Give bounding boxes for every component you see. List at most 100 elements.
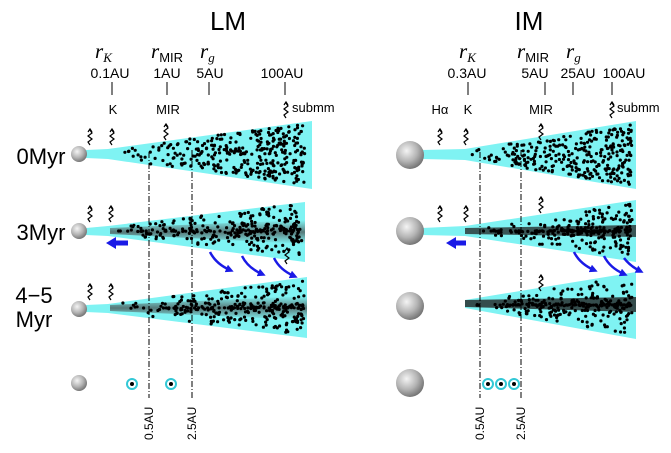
dust-dot	[622, 220, 626, 224]
dust-dot	[521, 230, 525, 234]
dust-dot	[626, 245, 631, 249]
dust-dot	[295, 236, 299, 240]
dust-dot	[139, 155, 143, 159]
emission-squiggle	[108, 282, 114, 301]
dust-dot	[254, 170, 258, 174]
dust-dot	[264, 320, 268, 324]
dust-dot	[251, 317, 255, 321]
lm-wind-arrow-1	[208, 251, 234, 273]
dust-dot	[283, 227, 287, 232]
dust-dot	[608, 302, 612, 306]
dust-dot	[246, 228, 250, 232]
dust-dot	[135, 305, 139, 309]
dust-dot	[513, 300, 517, 304]
dust-dot	[553, 309, 557, 313]
dust-dot	[212, 167, 216, 171]
dust-dot	[268, 133, 272, 137]
im-stars	[396, 141, 424, 397]
dust-dot	[303, 152, 307, 156]
dust-dot	[610, 133, 614, 137]
dust-dot	[222, 318, 226, 322]
dust-dot	[273, 304, 277, 308]
dust-dot	[250, 240, 254, 245]
dust-dot	[278, 209, 282, 213]
dust-dot	[550, 242, 554, 246]
dust-dot	[540, 229, 544, 233]
dust-dot	[290, 212, 294, 216]
dust-dot	[585, 233, 589, 237]
dust-dot	[213, 221, 217, 225]
dust-dot	[228, 220, 232, 224]
dust-dot	[617, 210, 621, 214]
dust-dot	[227, 320, 231, 324]
dust-dot	[243, 310, 248, 314]
dust-dot	[293, 166, 297, 170]
dust-dot	[568, 219, 572, 223]
dust-dot	[210, 297, 214, 301]
dust-dot	[601, 159, 606, 163]
dust-dot	[123, 150, 127, 154]
dust-dot	[611, 128, 615, 132]
dust-dot	[574, 142, 579, 146]
dust-dot	[288, 152, 292, 156]
dust-dot	[543, 166, 548, 170]
dust-dot	[575, 156, 579, 160]
dust-dot	[257, 229, 261, 233]
dust-dot	[265, 229, 269, 233]
dust-dot	[253, 234, 257, 238]
dust-dot	[210, 155, 214, 159]
dust-dot	[271, 144, 276, 148]
dust-dot	[161, 158, 165, 163]
dust-dot	[626, 237, 631, 241]
dust-dot	[570, 152, 574, 156]
dust-dot	[295, 327, 299, 331]
dust-dot	[301, 170, 305, 174]
im-inflow-arrows	[446, 237, 466, 249]
dust-dot	[522, 143, 526, 147]
dust-dot	[584, 242, 589, 246]
dust-dot	[179, 312, 183, 316]
dust-dot	[258, 132, 262, 136]
dust-dot	[224, 144, 228, 148]
dust-dot	[217, 147, 221, 152]
dust-dot	[556, 306, 560, 310]
dust-dot	[265, 161, 269, 165]
dust-dot	[595, 164, 599, 169]
dust-dot	[605, 172, 609, 176]
dust-dot	[241, 146, 245, 150]
dust-dot	[539, 310, 543, 314]
dust-dot	[302, 180, 306, 184]
dust-dot	[216, 320, 220, 324]
dust-dot	[272, 224, 276, 228]
dust-dot	[599, 130, 603, 134]
dust-dot	[200, 143, 205, 148]
lm-star-0myr	[71, 146, 87, 162]
dust-dot	[268, 174, 272, 178]
dust-dot	[535, 146, 539, 150]
im-rk-value: 0.3AU	[448, 65, 487, 81]
dust-dot	[177, 231, 181, 235]
dust-dot	[576, 317, 581, 321]
dust-dot	[601, 249, 605, 253]
dust-dot	[617, 299, 621, 303]
dust-dot	[596, 229, 600, 233]
dust-dot	[297, 304, 301, 308]
dust-dot	[538, 302, 542, 306]
dust-dot	[179, 307, 183, 311]
dust-dot	[552, 287, 556, 291]
dust-dot	[225, 158, 229, 162]
dust-dot	[209, 315, 213, 319]
dust-dot	[280, 148, 284, 152]
dust-dot	[547, 306, 551, 310]
dust-dot	[281, 243, 285, 247]
dust-dot	[626, 252, 630, 256]
dust-dot	[603, 297, 607, 301]
dust-dot	[269, 228, 273, 232]
dust-dot	[618, 158, 622, 162]
dust-dot	[129, 306, 133, 310]
emission-squiggle	[437, 204, 443, 223]
dust-dot	[611, 143, 615, 147]
dust-dot	[541, 305, 545, 309]
dust-dot	[200, 150, 204, 154]
dust-dot	[620, 306, 625, 310]
